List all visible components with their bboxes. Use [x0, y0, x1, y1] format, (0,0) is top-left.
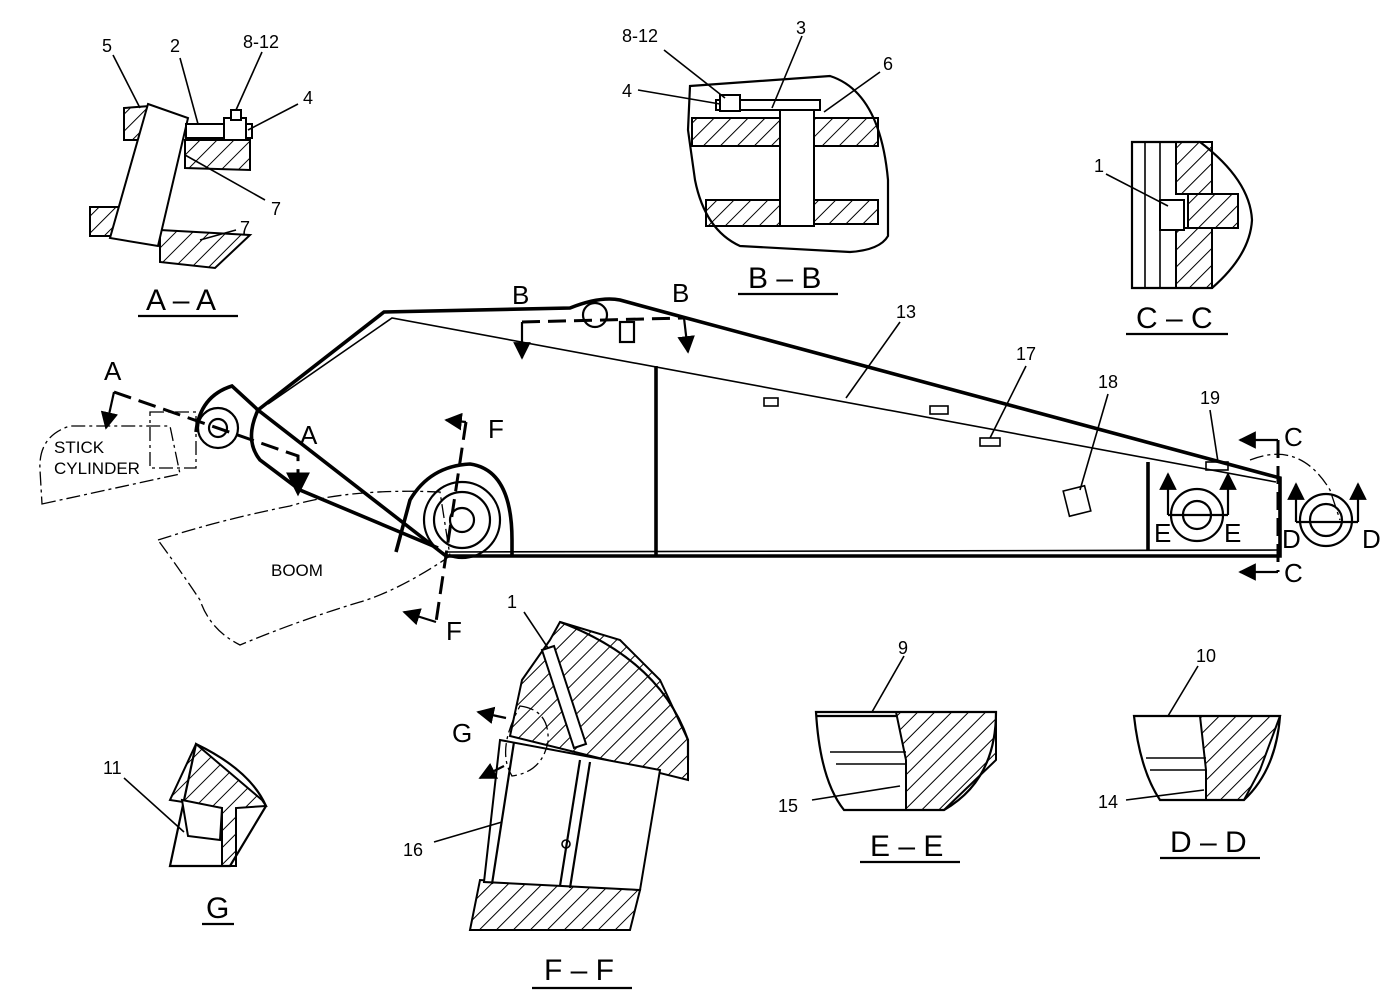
callout-main-19: 19: [1200, 388, 1220, 408]
callout-aa-7b: 7: [240, 218, 250, 238]
callout-dd-14: 14: [1098, 792, 1118, 812]
cutting-planes: A A B B C C D D E E F F: [100, 278, 1381, 646]
section-title-c-c: C – C: [1136, 302, 1213, 335]
detail-g: 11 G: [103, 742, 268, 926]
callout-aa-4: 4: [303, 88, 313, 108]
callout-ff-16: 16: [403, 840, 423, 860]
cut-letter-a1: A: [104, 356, 122, 386]
callout-aa-8-12: 8-12: [243, 32, 279, 52]
stick-main-view: 13 17 18 19 STICK CYLINDER BOOM: [39, 297, 1354, 646]
section-title-g: G: [206, 892, 229, 925]
cut-letter-b1: B: [512, 280, 529, 310]
cut-letter-b2: B: [672, 278, 689, 308]
section-d-d: 10 14 D – D: [1098, 646, 1282, 860]
section-title-a-a: A – A: [146, 284, 216, 317]
callout-cc-1: 1: [1094, 156, 1104, 176]
callout-ee-15: 15: [778, 796, 798, 816]
section-title-f-f: F – F: [544, 954, 614, 987]
boom-label: BOOM: [271, 561, 323, 580]
section-b-b: 8-12 3 6 4 B – B: [622, 18, 893, 296]
cut-letter-d1: D: [1282, 524, 1301, 554]
section-title-b-b: B – B: [748, 262, 821, 295]
cut-letter-c2: C: [1284, 558, 1303, 588]
callout-ee-9: 9: [898, 638, 908, 658]
callout-g-11: 11: [103, 758, 122, 778]
callout-bb-4: 4: [622, 81, 632, 101]
callout-aa-2: 2: [170, 36, 180, 56]
cut-letter-c1: C: [1284, 422, 1303, 452]
cut-letter-e1: E: [1154, 518, 1171, 548]
callout-main-17: 17: [1016, 344, 1036, 364]
cut-letter-f1: F: [488, 414, 504, 444]
cut-letter-a2: A: [300, 420, 318, 450]
callout-bb-3: 3: [796, 18, 806, 38]
stick-cylinder-label-2: CYLINDER: [54, 459, 140, 478]
section-c-c: 1 C – C: [1094, 140, 1254, 336]
section-e-e: 9 15 E – E: [778, 638, 998, 864]
cut-letter-f2: F: [446, 616, 462, 646]
callout-bb-8-12: 8-12: [622, 26, 658, 46]
callout-aa-7a: 7: [271, 199, 281, 219]
section-a-a: 5 2 8-12 4 7 7 A – A: [89, 32, 313, 318]
section-title-d-d: D – D: [1170, 826, 1247, 859]
callout-bb-6: 6: [883, 54, 893, 74]
section-title-e-e: E – E: [870, 830, 943, 863]
callout-main-13: 13: [896, 302, 916, 322]
callout-dd-10: 10: [1196, 646, 1216, 666]
callout-main-18: 18: [1098, 372, 1118, 392]
cut-letter-e2: E: [1224, 518, 1241, 548]
stick-cylinder-label-1: STICK: [54, 438, 105, 457]
cut-letter-g: G: [452, 718, 472, 748]
cut-letter-d2: D: [1362, 524, 1381, 554]
section-f-f: G 1 16 F – F: [403, 592, 690, 990]
callout-aa-5: 5: [102, 36, 112, 56]
callout-ff-1: 1: [507, 592, 517, 612]
